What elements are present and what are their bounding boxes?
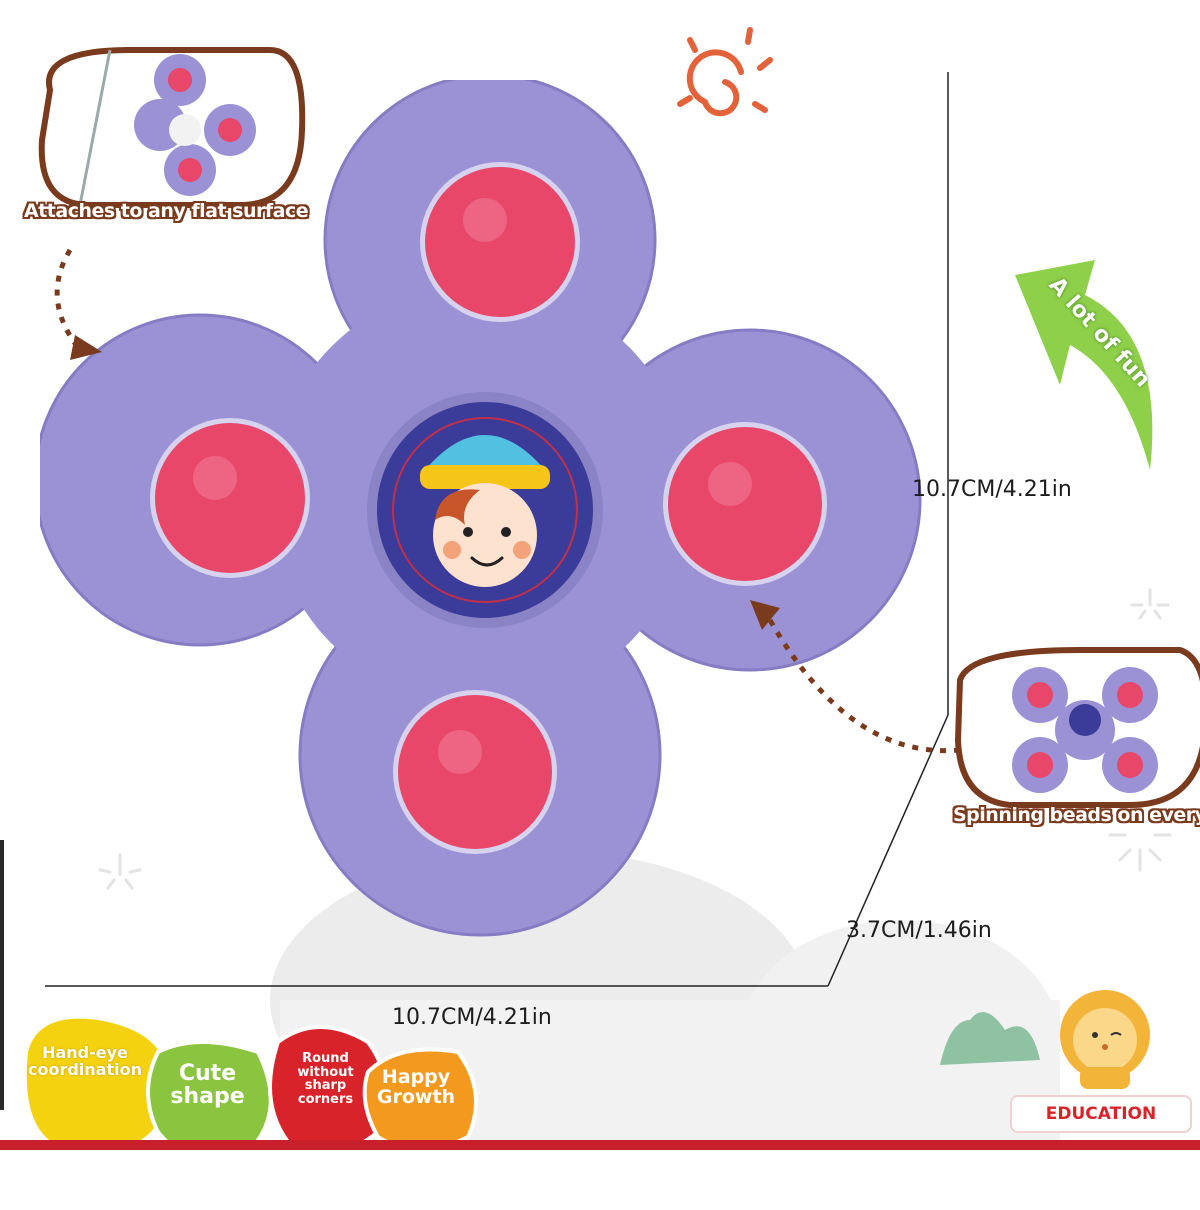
sparkle-icon: [98, 588, 1172, 890]
dotted-arrow-icon: [54, 248, 82, 352]
bead-bottom: [398, 695, 552, 849]
tree-icon: [940, 1012, 1040, 1065]
brand-badge: EDUCATION: [1010, 1095, 1192, 1133]
spin-label: Spinning beads on every blad: [953, 804, 1200, 826]
bead-left: [155, 423, 305, 573]
left-edge-bar: [0, 840, 4, 1110]
fun-arrow: [1015, 260, 1153, 470]
spin-callout: [954, 647, 1200, 808]
width-dimension-label: 10.7CM/4.21in: [392, 1005, 552, 1030]
sun-doodle-icon: [677, 27, 773, 117]
brand-label: EDUCATION: [1045, 1104, 1157, 1124]
center-disc: [367, 392, 603, 628]
footer-stripe: [0, 1140, 1200, 1210]
depth-dimension-label: 3.7CM/1.46in: [846, 918, 992, 943]
feature-badges: [26, 1018, 478, 1161]
spinner-toy: [40, 80, 922, 937]
mini-spinner-icon: [78, 49, 256, 206]
boy-face-icon: [420, 435, 550, 587]
mini-spinner-icon: [1012, 667, 1158, 793]
bead-group: [150, 162, 827, 854]
feature-label-cute-shape: Cute shape: [170, 1061, 245, 1110]
feature-label-happy: Happy Growth: [376, 1066, 456, 1108]
attach-label: Attaches to any flat surface: [24, 200, 309, 222]
attach-callout: [38, 47, 306, 360]
dotted-arrow-icon: [750, 600, 961, 754]
height-dimension-label: 10.7CM/4.21in: [912, 477, 1072, 502]
badge-hand-eye: [26, 1018, 168, 1152]
lion-mascot-icon: [1060, 990, 1150, 1089]
feature-label-round: Round without sharp corners: [297, 1051, 354, 1107]
bead-right: [668, 427, 822, 581]
badge-happy: [362, 1047, 478, 1152]
feature-label-hand-eye: Hand-eye coordination: [28, 1043, 142, 1079]
bead-top: [425, 167, 575, 317]
